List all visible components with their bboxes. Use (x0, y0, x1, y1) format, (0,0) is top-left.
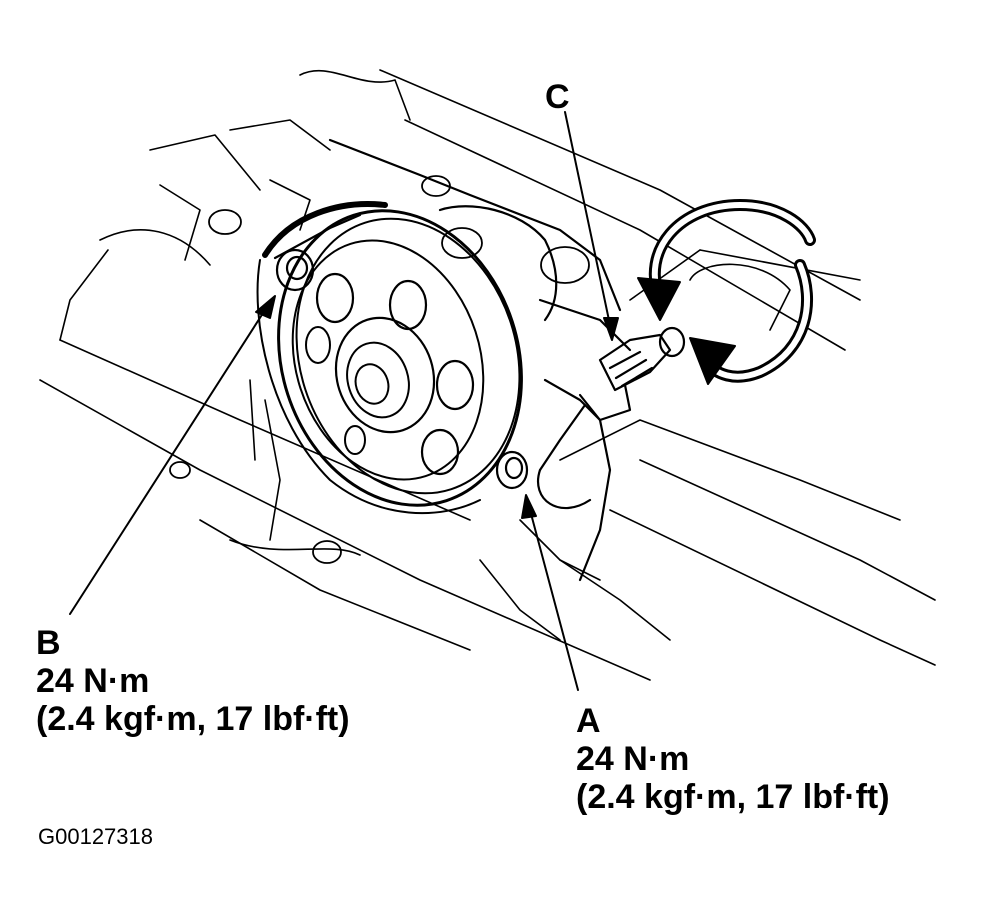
leader-lines (69, 111, 611, 691)
rotate-arrows-icon (637, 199, 816, 385)
leader-b (69, 309, 266, 615)
arrowhead-b (255, 295, 276, 319)
arrowhead-a (521, 494, 537, 519)
callout-c-letter: C (545, 78, 570, 116)
leader-arrowheads (255, 295, 619, 519)
engine-background-lines (39, 69, 936, 681)
figure-id: G00127318 (38, 824, 153, 849)
arrowhead-c (603, 317, 619, 341)
callout-b-torque-alt: (2.4 kgf·m, 17 lbf·ft) (36, 700, 350, 738)
callout-a-torque-alt: (2.4 kgf·m, 17 lbf·ft) (576, 778, 890, 816)
callout-b-letter: B (36, 624, 61, 662)
leader-a (529, 509, 579, 691)
callout-b-torque-nm: 24 N·m (36, 662, 150, 700)
bolt-b (273, 213, 362, 292)
callout-a-letter: A (576, 702, 601, 740)
bolt-a (495, 450, 529, 490)
callout-b: B 24 N·m (2.4 kgf·m, 17 lbf·ft) (36, 624, 350, 738)
callout-a-torque-nm: 24 N·m (576, 740, 690, 778)
callout-c: C (545, 78, 570, 116)
pulley (256, 201, 523, 515)
leader-c (564, 111, 611, 326)
callout-a: A 24 N·m (2.4 kgf·m, 17 lbf·ft) (576, 702, 890, 816)
adjusting-bolt-c (537, 326, 686, 582)
pump-housing (328, 138, 632, 422)
